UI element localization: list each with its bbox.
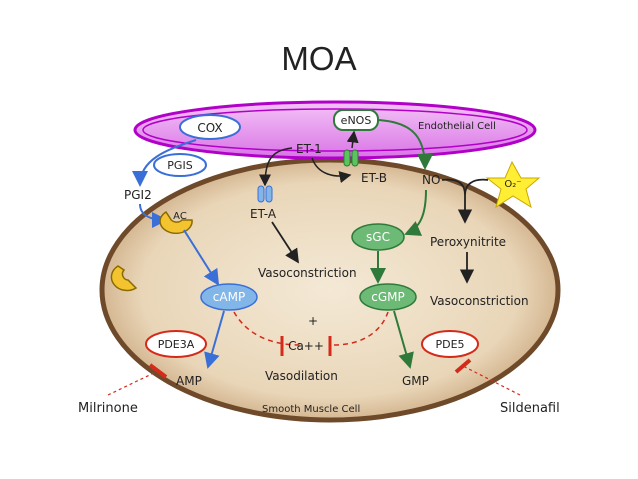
sgc-label: sGC (366, 230, 390, 244)
ca-label: Ca++ (288, 339, 324, 353)
etb-to-enos-arrow (346, 130, 359, 149)
pde3a-node (145, 330, 207, 358)
cox-label: COX (197, 121, 222, 135)
ac-enzyme (159, 210, 193, 235)
camp-to-amp-arrow (204, 310, 225, 369)
camp-label: cAMP (213, 290, 245, 304)
no-label: NO (422, 173, 440, 187)
endothelial-cell (133, 100, 537, 160)
milrinone-to-pde3a-line (107, 370, 159, 396)
cox-to-pgi2-arrow (132, 139, 197, 187)
smooth-muscle-cell-label: Smooth Muscle Cell (262, 404, 360, 415)
endothelial-cell-inner (142, 108, 528, 152)
superoxide-star-icon (485, 160, 541, 209)
eta-to-vasoconstriction-arrow (271, 221, 299, 264)
sgc-node (351, 223, 405, 251)
enos-to-no-arrow (377, 119, 433, 170)
et1-to-eta-arrow (259, 147, 293, 187)
ac-label: AC (173, 211, 187, 222)
pgi2-label: PGI2 (124, 188, 152, 202)
pgis-node (153, 153, 207, 177)
pgis-label: PGIS (167, 159, 192, 172)
gmp-label: GMP (402, 374, 429, 388)
et1-label: ET-1 (296, 142, 322, 156)
endothelial-cell-label: Endothelial Cell (418, 121, 496, 132)
cox-node (179, 114, 241, 140)
etb-label: ET-B (361, 171, 387, 185)
vasodilation-label: Vasodilation (265, 369, 338, 383)
eta-receptor-icon (257, 185, 265, 203)
eta-receptor-icon-2 (265, 185, 273, 203)
enos-label: eNOS (341, 114, 372, 127)
no-to-sgc-arrow (404, 189, 427, 236)
peroxynitrite-label: Peroxynitrite (430, 235, 506, 249)
slide-title: MOA (281, 40, 357, 77)
cgmp-label: cGMP (371, 290, 405, 304)
superoxide-label: O₂⁻ (504, 179, 521, 190)
vasoconstriction-right-label: Vasoconstriction (430, 294, 529, 308)
cgmp-node (359, 283, 417, 311)
camp-node (200, 283, 258, 311)
pde3a-label: PDE3A (158, 338, 195, 351)
cgmp-to-gmp-arrow (393, 310, 414, 369)
plus-label: + (308, 314, 318, 328)
amp-label: AMP (176, 374, 202, 388)
camp-cgmp-dashed-link (233, 311, 389, 346)
membrane-enzyme-icon (110, 265, 138, 292)
no-o2-merge-arrow (441, 178, 489, 222)
pde5-node (421, 330, 479, 358)
pde5-inhibitor-bar (454, 358, 472, 374)
sildenafil-to-pde5-line (462, 365, 521, 396)
vasoconstriction-left-label: Vasoconstriction (258, 266, 357, 280)
ac-to-camp-arrow (183, 229, 220, 286)
etb-receptor-icon-2 (351, 149, 359, 167)
pde5-label: PDE5 (435, 338, 464, 351)
et1-to-etb-arrow (311, 157, 352, 183)
eta-label: ET-A (250, 207, 277, 221)
sildenafil-label: Sildenafil (500, 401, 560, 416)
etb-receptor-icon (343, 149, 351, 167)
milrinone-label: Milrinone (78, 401, 138, 416)
